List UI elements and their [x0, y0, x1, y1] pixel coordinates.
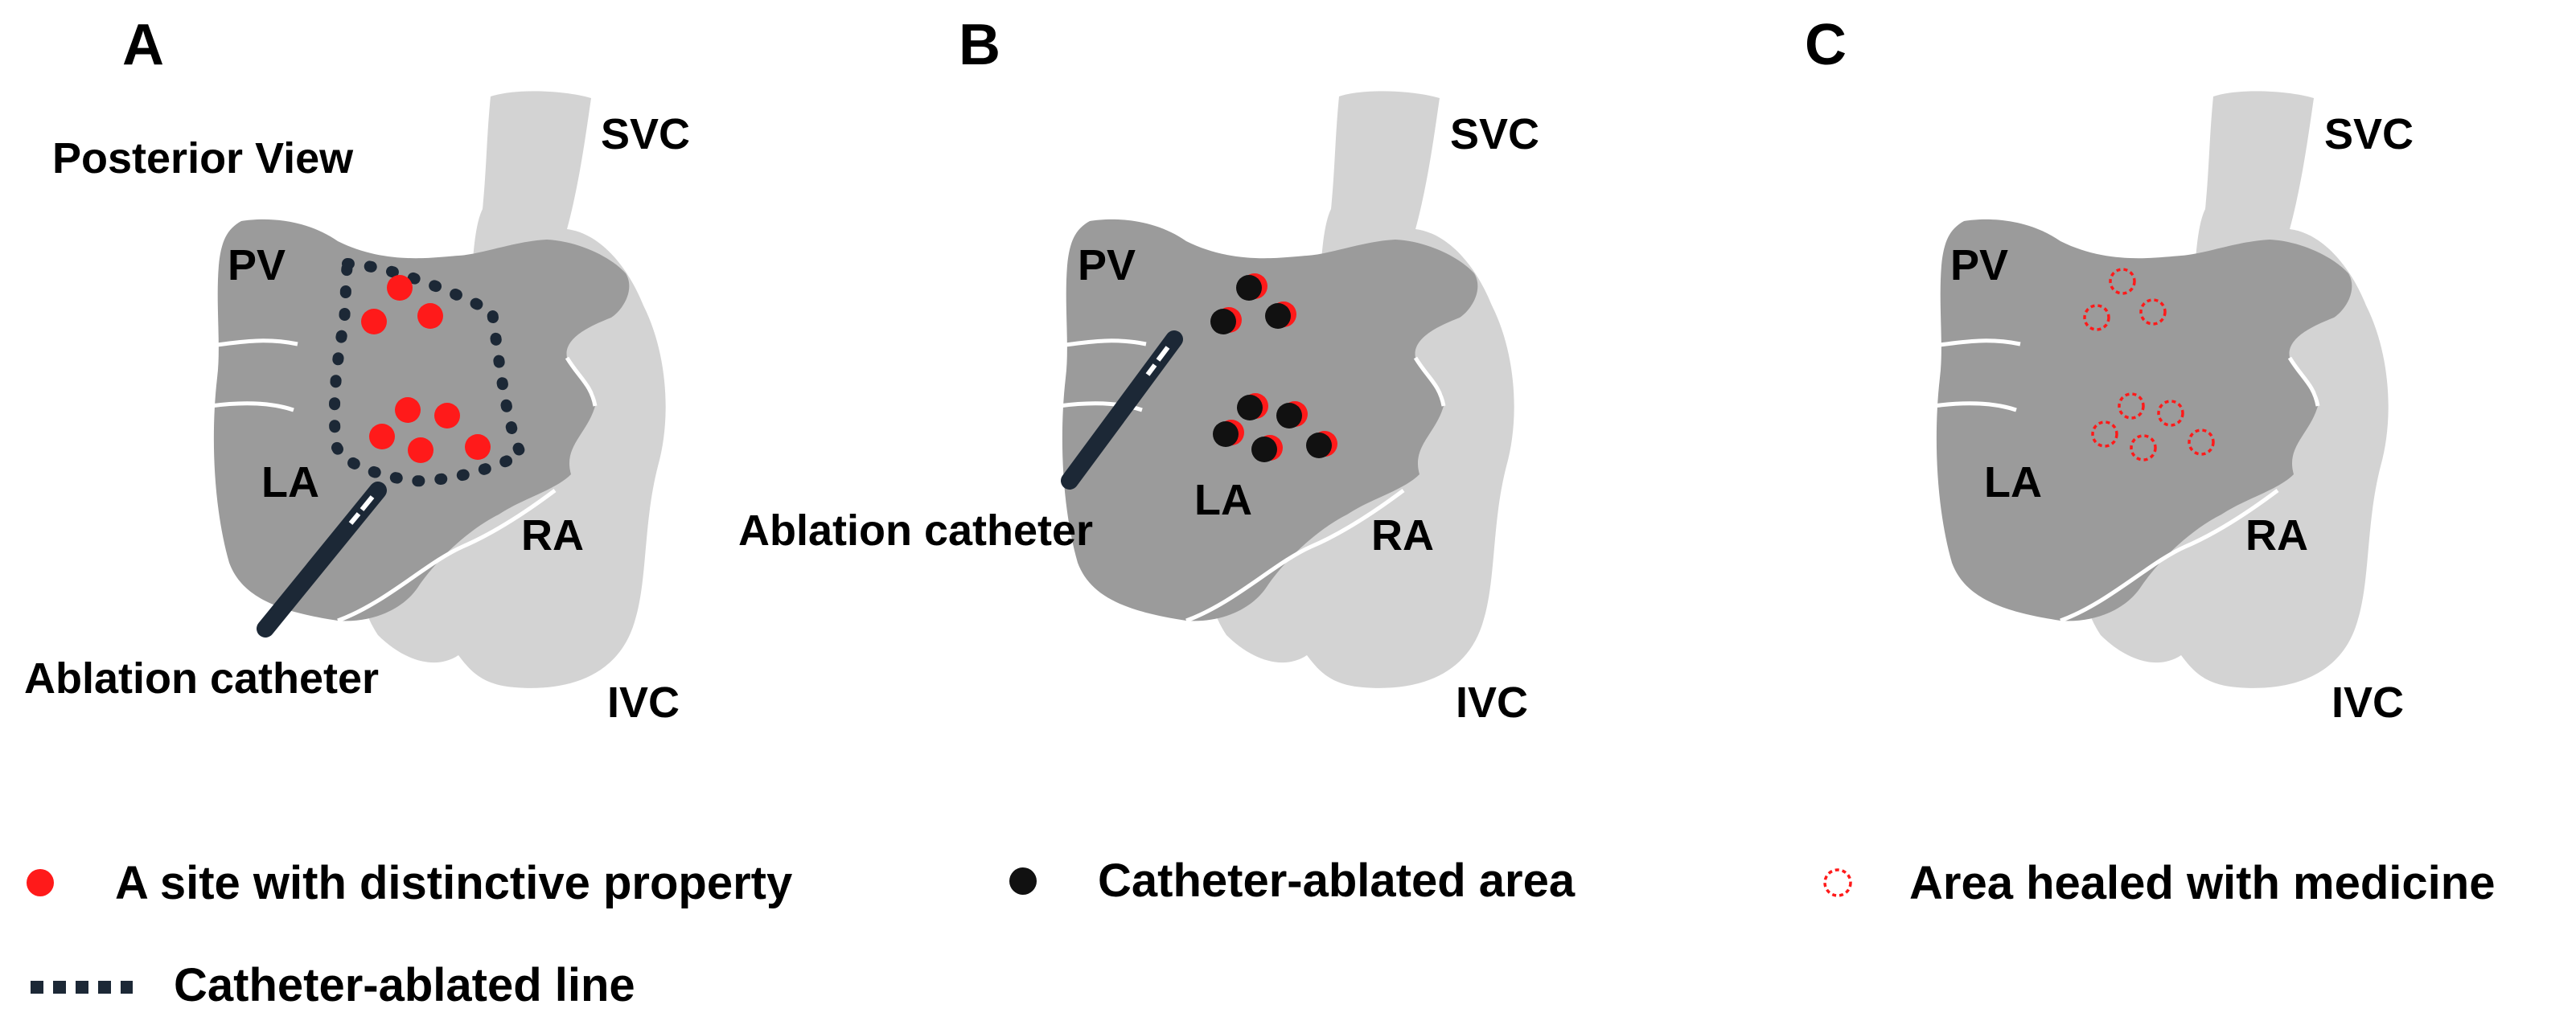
legend: A site with distinctive property Cathete…: [27, 855, 2495, 1011]
view-label: Posterior View: [52, 134, 354, 182]
label-pv: PV: [1078, 241, 1136, 289]
panel-letter: C: [1805, 13, 1847, 77]
ablated-area-marker: [1306, 433, 1332, 458]
distinctive-site-marker: [361, 309, 387, 334]
legend-site-text: A site with distinctive property: [115, 857, 792, 909]
label-ivc: IVC: [607, 679, 680, 727]
ablated-area-marker: [1276, 403, 1302, 428]
catheter-label: Ablation catheter: [738, 506, 1093, 555]
distinctive-site-marker: [408, 437, 433, 463]
label-ivc: IVC: [1456, 679, 1528, 727]
healed-area-marker: [2130, 434, 2157, 461]
label-la: LA: [1194, 476, 1252, 524]
healed-area-marker: [2109, 268, 2136, 295]
legend-ablated-area-text: Catheter-ablated area: [1098, 855, 1576, 907]
catheter-label: Ablation catheter: [24, 654, 379, 703]
label-ra: RA: [521, 511, 584, 560]
distinctive-site-marker: [395, 397, 421, 423]
legend-ablated-line-text: Catheter-ablated line: [174, 959, 635, 1011]
healed-area-marker: [2083, 304, 2110, 331]
healed-area-marker: [2139, 298, 2167, 326]
legend-dashed-circle-icon: [1823, 868, 1852, 897]
healed-area-markers: [2083, 268, 2215, 461]
distinctive-site-marker: [387, 275, 413, 301]
label-svc: SVC: [1450, 110, 1539, 158]
ablated-area-marker: [1236, 275, 1262, 301]
legend-red-dot-icon: [27, 869, 54, 896]
label-ivc: IVC: [2332, 679, 2404, 727]
healed-area-marker: [2091, 420, 2118, 448]
ablated-area-marker: [1237, 395, 1263, 420]
label-ra: RA: [2245, 511, 2308, 560]
panel-letter: B: [959, 13, 1000, 77]
ablated-area-marker: [1265, 303, 1291, 329]
label-la: LA: [261, 458, 319, 506]
ablated-area-marker: [1251, 437, 1277, 462]
panel-b: B PV LA RA SVC IVC Ablation catheter: [738, 13, 1539, 727]
distinctive-site-marker: [465, 434, 491, 460]
panel-letter: A: [122, 13, 164, 77]
distinctive-site-marker: [434, 403, 460, 428]
catheter-ablated-line: [328, 257, 529, 487]
ablated-area-marker: [1213, 421, 1239, 447]
healed-area-marker: [2188, 428, 2215, 456]
panel-a: A Posterior View PV LA RA SVC IVC Ablati…: [24, 13, 690, 727]
label-svc: SVC: [601, 110, 690, 158]
label-la: LA: [1984, 458, 2042, 506]
legend-healed-text: Area healed with medicine: [1909, 857, 2495, 909]
healed-area-marker: [2118, 392, 2145, 420]
ablation-catheter: [1061, 330, 1183, 490]
label-pv: PV: [228, 241, 286, 289]
legend-black-dot-icon: [1009, 867, 1037, 895]
label-pv: PV: [1950, 241, 2008, 289]
ablated-area-marker: [1210, 309, 1236, 334]
ablated-area-markers: [1210, 273, 1337, 462]
label-ra: RA: [1371, 511, 1434, 560]
label-svc: SVC: [2324, 110, 2414, 158]
ablation-catheter: [257, 482, 387, 638]
healed-area-marker: [2157, 400, 2184, 427]
distinctive-site-marker: [369, 424, 395, 449]
distinctive-site-marker: [417, 303, 443, 329]
panel-c: C PV LA RA SVC IVC: [1805, 13, 2414, 727]
